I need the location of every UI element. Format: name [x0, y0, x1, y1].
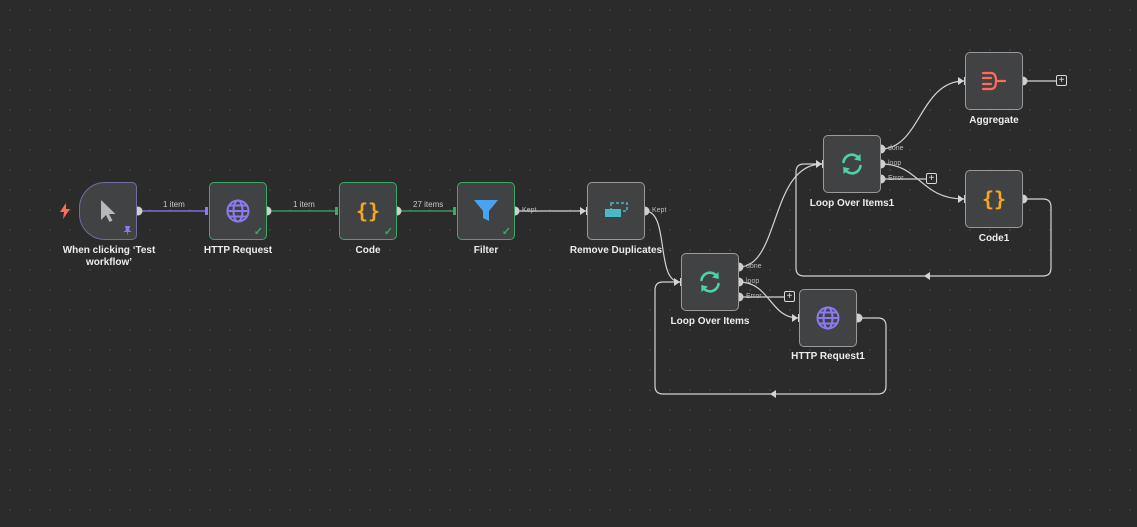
success-check-icon: ✓ [501, 226, 511, 238]
pin-icon [123, 226, 132, 236]
node-label-http-request: HTTP Request [203, 245, 273, 256]
arrow-aggregate [958, 77, 964, 85]
edge-dedupe-loop[interactable] [644, 210, 681, 283]
edge-loop1-code1[interactable] [880, 163, 965, 200]
success-check-icon: ✓ [253, 226, 263, 238]
handle-label-loop-loop: loop [746, 278, 760, 285]
dedupe-icon [605, 202, 628, 217]
globe-icon [816, 306, 840, 330]
input-handle-filter[interactable] [453, 207, 456, 215]
node-label-loop-over-items: Loop Over Items [670, 316, 750, 327]
node-label-aggregate: Aggregate [969, 115, 1019, 126]
cursor-icon [101, 200, 116, 222]
lightning-bolt-icon [60, 203, 70, 219]
braces-icon: {} [356, 199, 380, 223]
node-label-remove-duplicates: Remove Duplicates [569, 245, 663, 256]
handle-label-loop-error: Error [746, 293, 762, 300]
node-label-filter: Filter [473, 245, 499, 256]
funnel-icon [474, 200, 498, 221]
arrow-dedupe [580, 207, 586, 215]
success-check-icon: ✓ [383, 226, 393, 238]
edge-code1-loop1-back[interactable] [795, 163, 1052, 277]
node-http-request[interactable]: ✓ [209, 182, 267, 240]
add-node-loop1-error-button[interactable]: + [926, 173, 937, 184]
node-label-trigger: When clicking ‘Test workflow’ [62, 245, 156, 268]
input-handle-http[interactable] [205, 207, 208, 215]
node-filter[interactable]: ✓ [457, 182, 515, 240]
handle-label-dedupe-kept: Kept [652, 207, 667, 214]
node-loop-over-items1[interactable] [823, 135, 881, 193]
add-node-loop-error-button[interactable]: + [784, 291, 795, 302]
aggregate-icon [981, 71, 1007, 91]
handle-label-loop-done: done [746, 263, 762, 270]
edge-label-trigger-http: 1 item [163, 200, 185, 209]
loop-icon [842, 153, 862, 175]
edge-label-http-code: 1 item [293, 200, 315, 209]
node-label-code: Code [355, 245, 381, 256]
node-remove-duplicates[interactable] [587, 182, 645, 240]
node-trigger[interactable] [79, 182, 137, 240]
loop-icon [700, 271, 720, 293]
node-http-request1[interactable] [799, 289, 857, 347]
edge-loop-http1[interactable] [738, 281, 799, 319]
node-code[interactable]: {} ✓ [339, 182, 397, 240]
node-label-code1: Code1 [978, 233, 1010, 244]
edge-loop-done-loop1[interactable] [738, 163, 823, 268]
node-code1[interactable]: {} [965, 170, 1023, 228]
arrow-http1 [792, 314, 798, 322]
handle-label-filter-kept: Kept [522, 207, 537, 214]
edge-label-code-filter: 27 items [413, 200, 444, 209]
handle-label-loop1-error: Error [888, 175, 904, 182]
node-label-http-request1: HTTP Request1 [791, 351, 865, 362]
node-loop-over-items[interactable] [681, 253, 739, 311]
add-node-after-aggregate-button[interactable]: + [1056, 75, 1067, 86]
input-handle-code[interactable] [335, 207, 338, 215]
node-label-loop-over-items1: Loop Over Items1 [809, 198, 895, 209]
arrow-back-loop1 [924, 272, 930, 280]
handle-label-loop1-loop: loop [888, 160, 902, 167]
braces-icon: {} [982, 187, 1006, 211]
arrow-code1 [958, 195, 964, 203]
edge-loop1-done-aggregate[interactable] [880, 80, 965, 150]
handle-label-loop1-done: done [888, 145, 904, 152]
svg-text:{}: {} [356, 199, 380, 223]
arrow-back-loop [770, 390, 776, 398]
globe-icon [226, 199, 250, 223]
node-aggregate[interactable] [965, 52, 1023, 110]
svg-text:{}: {} [982, 187, 1006, 211]
